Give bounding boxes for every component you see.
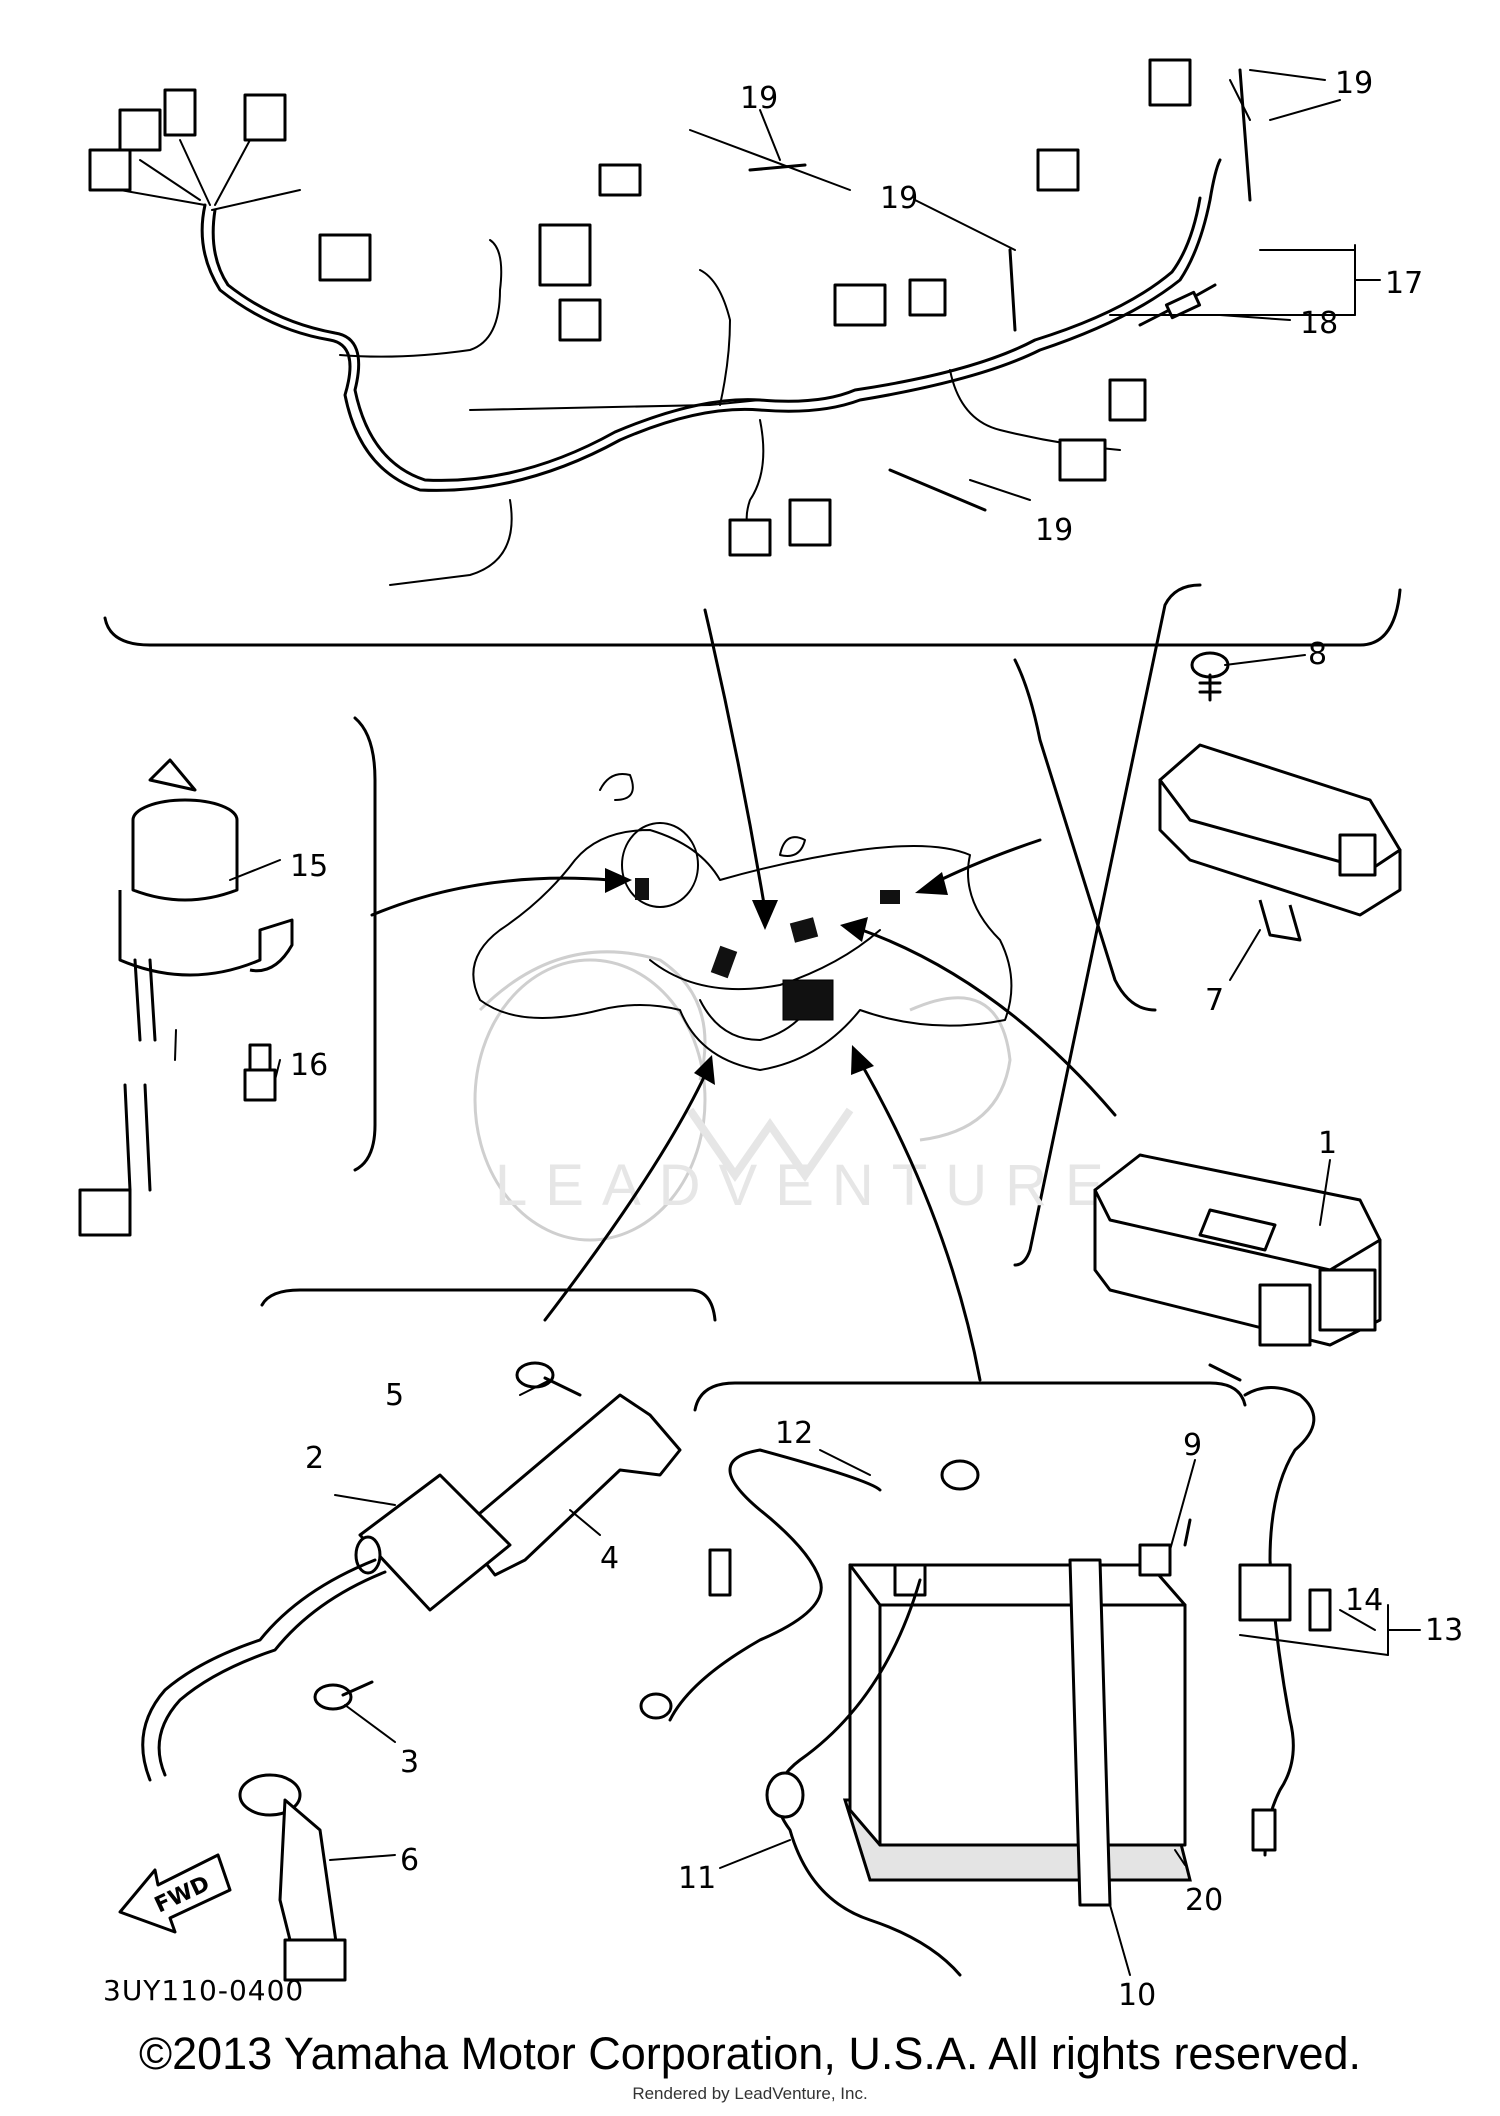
battery xyxy=(848,1543,1187,1847)
callout-8: 8 xyxy=(1308,637,1327,672)
watermark-text: LEADVENTURE xyxy=(495,1153,1122,1218)
main-switch xyxy=(78,758,294,1237)
ignitor-location-mark xyxy=(782,979,834,1021)
callout-5: 5 xyxy=(385,1378,404,1413)
battery-bolt xyxy=(1183,1518,1192,1547)
rendered-by-notice: Rendered by LeadVenture, Inc. xyxy=(632,2084,868,2103)
callout-15: 15 xyxy=(290,849,328,884)
callout-10: 10 xyxy=(1118,1978,1156,2013)
callout-12: 12 xyxy=(775,1416,813,1451)
callout-leader-lines xyxy=(229,69,1421,1976)
rectifier-pointer-line xyxy=(928,838,1042,887)
callout-7: 7 xyxy=(1205,983,1224,1018)
fuse xyxy=(1308,1588,1332,1632)
callout-9: 9 xyxy=(1183,1428,1202,1463)
battery-pointer-line xyxy=(860,1063,982,1382)
battery-group-bracket xyxy=(693,1381,1247,1412)
coil-bolt xyxy=(313,1680,374,1711)
fuse-holder xyxy=(1138,283,1217,327)
harness-pointer-line xyxy=(703,608,767,912)
switch-pointer-arrow xyxy=(605,868,632,893)
callout-14: 14 xyxy=(1345,1583,1383,1618)
rectifier-pointer-arrow xyxy=(915,872,948,895)
motorcycle-outline xyxy=(472,773,1013,1242)
rectifier-location-mark xyxy=(880,890,900,904)
rectifier-screw xyxy=(1190,651,1230,702)
callout-19-top-right: 19 xyxy=(1335,66,1373,101)
negative-lead xyxy=(639,1578,962,1977)
callout-19-top-center: 19 xyxy=(740,81,778,116)
harness-pointer-arrow xyxy=(752,900,778,930)
callout-16: 16 xyxy=(290,1048,328,1083)
callout-18: 18 xyxy=(1300,306,1338,341)
harness-group-bracket xyxy=(103,588,1402,647)
callout-13: 13 xyxy=(1425,1613,1463,1648)
callout-4: 4 xyxy=(600,1541,619,1576)
cable-ties xyxy=(748,68,1252,512)
ignitor-pointer-arrow xyxy=(840,917,868,942)
switch-pointer-line xyxy=(370,876,612,917)
main-switch-group-bracket xyxy=(353,716,377,1172)
fuse-holder-assy xyxy=(1208,1363,1316,1857)
rectifier-group-bracket xyxy=(1013,658,1157,1012)
wire-harness xyxy=(88,58,1341,586)
coil-location-mark xyxy=(710,945,738,979)
coil-bracket xyxy=(458,1393,682,1577)
callout-20: 20 xyxy=(1185,1883,1223,1918)
coil-group-bracket xyxy=(260,1288,717,1322)
callout-3: 3 xyxy=(400,1745,419,1780)
watermark: LEADVENTURE xyxy=(495,1107,1122,1218)
coil-pointer-arrow xyxy=(694,1055,715,1085)
switch-mounting-screw xyxy=(243,1043,277,1102)
rectifier-regulator xyxy=(1158,743,1402,942)
ignition-coil xyxy=(141,1473,512,1782)
spark-plug-cap xyxy=(238,1773,347,1982)
diagram-code: 3UY110-0400 xyxy=(103,1974,304,2007)
harness-location-mark xyxy=(789,917,819,943)
ignitor-group-bracket xyxy=(1013,583,1202,1267)
positive-lead xyxy=(668,1448,980,1722)
copyright-notice: ©2013 Yamaha Motor Corporation, U.S.A. A… xyxy=(138,2028,1362,2079)
callout-1: 1 xyxy=(1318,1126,1337,1161)
callout-11: 11 xyxy=(678,1861,716,1896)
ignitor-unit xyxy=(1093,1153,1382,1347)
forward-direction-arrow: FWD xyxy=(118,1853,232,1934)
callout-19-middle: 19 xyxy=(880,181,918,216)
callout-2: 2 xyxy=(305,1441,324,1476)
callout-19-lower: 19 xyxy=(1035,513,1073,548)
coil-mounting-bolt xyxy=(515,1361,582,1397)
ignitor-pointer-line xyxy=(860,928,1117,1117)
callout-6: 6 xyxy=(400,1843,419,1878)
coil-pointer-line xyxy=(543,1073,707,1322)
battery-pointer-arrow xyxy=(851,1045,874,1075)
switch-location-mark xyxy=(635,878,649,900)
callout-17: 17 xyxy=(1385,266,1423,301)
